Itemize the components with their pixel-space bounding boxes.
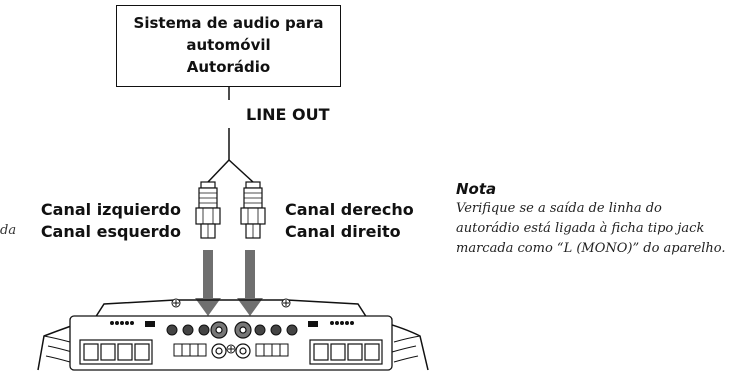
source-line-3: Autorádio [186, 58, 271, 76]
note-body: Verifique se a saída de linha do autorád… [456, 201, 726, 256]
wire-left-branch [207, 159, 230, 183]
right-rca-plug [240, 181, 266, 239]
source-line-1: Sistema de audio para [133, 14, 324, 32]
note-title: Nota [456, 180, 497, 198]
cutoff-text: da [0, 223, 17, 238]
right-channel-label-1: Canal derecho [285, 200, 414, 219]
speaker-terminals-left [79, 339, 153, 365]
source-line-2: automóvil [186, 36, 271, 54]
rca-input-jacks [210, 321, 252, 359]
indicator-dots [110, 321, 354, 327]
speaker-terminals-right [309, 339, 383, 365]
wire-right-branch [228, 159, 254, 183]
right-channel-label-2: Canal direito [285, 222, 401, 241]
left-rca-plug [195, 181, 221, 239]
insertion-arrows [195, 250, 263, 316]
left-channel-label-1: Canal izquierdo [40, 200, 181, 219]
left-channel-label-2: Canal esquerdo [40, 222, 181, 241]
line-out-label: LINE OUT [246, 105, 330, 124]
car-audio-system-box: Sistema de audio para automóvil Autorádi… [116, 5, 341, 87]
small-terminal-blocks [173, 343, 289, 357]
control-knobs [166, 324, 298, 336]
